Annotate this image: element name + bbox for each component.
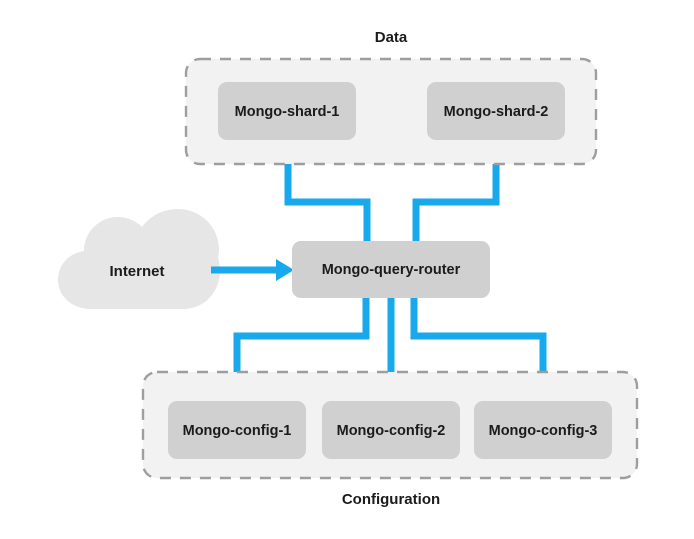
node-mongo-query-router[interactable]: Mongo-query-router xyxy=(292,241,490,298)
mongo-config-3-box[interactable] xyxy=(474,401,612,459)
mongo-shard-1-label: Mongo-shard-1 xyxy=(235,104,340,120)
configuration-group-title: Configuration xyxy=(342,491,440,508)
connector-shard2-to-router xyxy=(412,136,500,245)
mongo-config-1-box[interactable] xyxy=(168,401,306,459)
connector-shard1-to-router xyxy=(284,136,371,245)
arrow-right-icon xyxy=(276,259,294,281)
internet-cloud-label: Internet xyxy=(109,263,164,280)
node-mongo-config-2[interactable]: Mongo-config-2 xyxy=(322,401,460,459)
connector-router-to-config3 xyxy=(410,294,547,404)
mongo-query-router-box[interactable] xyxy=(292,241,490,298)
internet-cloud[interactable]: Internet xyxy=(58,209,220,309)
mongo-config-1-label: Mongo-config-1 xyxy=(183,423,292,439)
node-mongo-shard-2[interactable]: Mongo-shard-2 xyxy=(427,82,565,140)
node-mongo-shard-1[interactable]: Mongo-shard-1 xyxy=(218,82,356,140)
mongo-config-2-box[interactable] xyxy=(322,401,460,459)
mongo-query-router-label: Mongo-query-router xyxy=(322,262,461,278)
mongo-shard-2-label: Mongo-shard-2 xyxy=(444,104,549,120)
cloud-icon xyxy=(58,209,220,309)
connector-internet-to-router xyxy=(211,259,294,281)
node-mongo-config-1[interactable]: Mongo-config-1 xyxy=(168,401,306,459)
mongo-shard-2-box[interactable] xyxy=(427,82,565,140)
connectors-layer xyxy=(233,136,547,404)
connector-router-to-config1 xyxy=(233,294,370,404)
mongo-config-3-label: Mongo-config-3 xyxy=(489,423,598,439)
mongo-config-2-label: Mongo-config-2 xyxy=(337,423,446,439)
node-mongo-config-3[interactable]: Mongo-config-3 xyxy=(474,401,612,459)
mongo-shard-1-box[interactable] xyxy=(218,82,356,140)
data-group-title: Data xyxy=(375,29,408,46)
